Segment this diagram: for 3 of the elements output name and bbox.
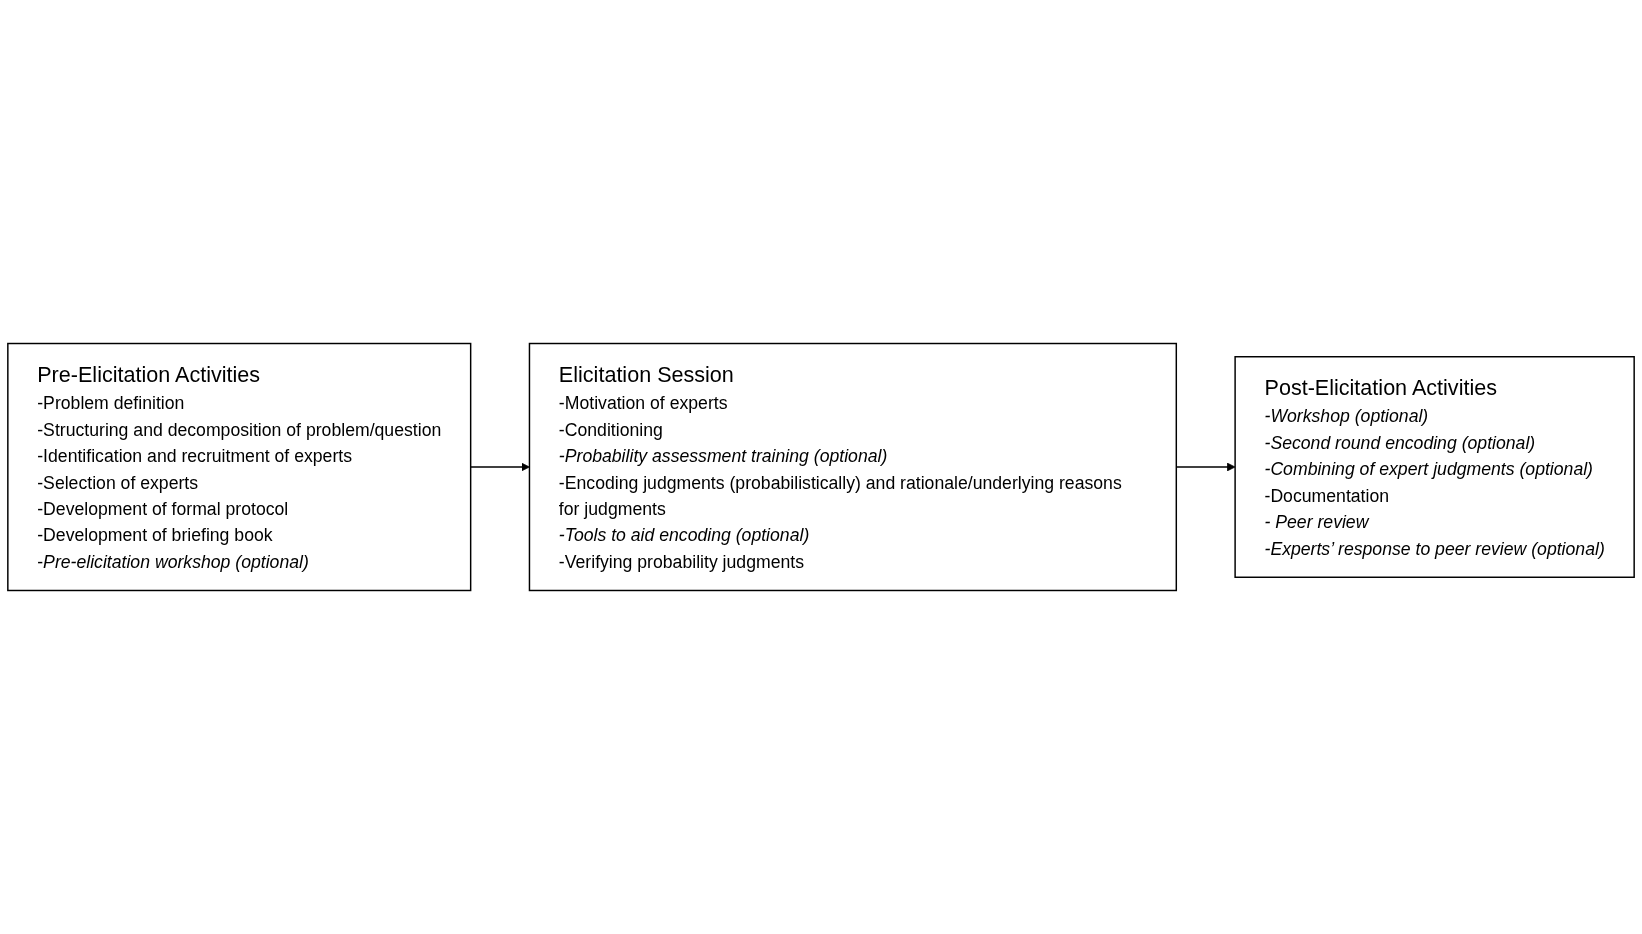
node-box: Elicitation Session -Motivation of experts -Conditioning -Probability assessment training (optional) -Encoding judgments (probabilistically) and rationale/underlying reasons for judgments -Tools to aid encoding (optional) -Verifying probability judgments xyxy=(528,342,1178,592)
node-box: Post-Elicitation Activities -Workshop (optional) -Second round encoding (optional) -Combining of expert judgments (optional) -Documentation - Peer review -Experts’ response to peer review (optional) xyxy=(1234,356,1635,578)
node-box: Pre-Elicitation Activities -Problem definition -Structuring and decomposition of problem/question -Identification and recruitment of experts -Selection of experts -Development of formal protocol -Development of briefing book -Pre-elicitation workshop (optional) xyxy=(7,342,472,592)
